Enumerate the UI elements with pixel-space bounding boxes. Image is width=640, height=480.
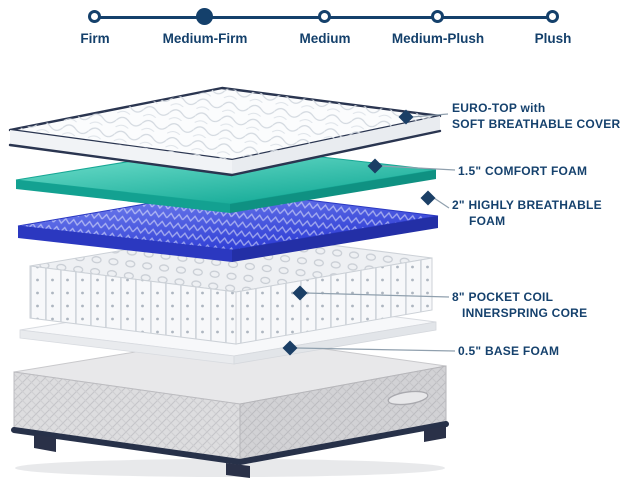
foundation-foot-right: [424, 426, 446, 442]
callout-breathable-foam-line2: FOAM: [469, 214, 506, 228]
callout-base-foam-line1: 0.5" BASE FOAM: [458, 344, 560, 358]
callout-breathable-foam: 2" HIGHLY BREATHABLE FOAM: [452, 197, 602, 229]
firmness-dot-medium-plush[interactable]: [431, 10, 444, 23]
leader-lines: [295, 113, 456, 352]
firmness-dot-medium-firm[interactable]: [196, 8, 213, 25]
callout-comfort-foam: 1.5" COMFORT FOAM: [458, 163, 587, 179]
firmness-label-medium: Medium: [299, 31, 351, 46]
firmness-dot-firm[interactable]: [88, 10, 101, 23]
firmness-label-firm: Firm: [80, 31, 110, 46]
breathable-foam-marker-diamond: [420, 190, 436, 206]
callout-base-foam: 0.5" BASE FOAM: [458, 343, 559, 359]
foundation-box: [11, 335, 449, 478]
firmness-label-medium-plush: Medium-Plush: [391, 31, 485, 46]
comfort-foam-marker-diamond: [367, 158, 383, 174]
firmness-dot-plush[interactable]: [546, 10, 559, 23]
firmness-label-plush: Plush: [534, 31, 572, 46]
euro-top-layer: [8, 86, 442, 177]
breathable-foam-layer: [17, 189, 439, 262]
callout-pocket-coil-line1: 8" POCKET COIL: [452, 290, 554, 304]
foundation-handle: [387, 390, 429, 406]
pocket-coil-marker-diamond: [292, 285, 308, 301]
foundation-piping: [11, 421, 449, 465]
callout-euro-top-line2: SOFT BREATHABLE COVER: [452, 117, 621, 131]
callout-pocket-coil: 8" POCKET COIL INNERSPRING CORE: [452, 289, 587, 321]
callout-euro-top: EURO-TOP with SOFT BREATHABLE COVER: [452, 100, 620, 132]
euro-top-piping: [8, 129, 442, 177]
foundation-foot-left: [34, 434, 56, 452]
base-foam-marker-diamond: [282, 340, 298, 356]
callout-breathable-foam-line1: 2" HIGHLY BREATHABLE: [452, 198, 602, 212]
euro-top-marker-diamond: [398, 109, 414, 125]
callout-pocket-coil-line2: INNERSPRING CORE: [462, 306, 588, 320]
pocket-coil-layer: [29, 231, 433, 345]
callout-comfort-foam-line1: 1.5" COMFORT FOAM: [458, 164, 588, 178]
firmness-label-medium-firm: Medium-Firm: [162, 31, 248, 46]
foundation-foot-front: [226, 463, 250, 478]
callout-euro-top-line1: EURO-TOP with: [452, 101, 546, 115]
layer-markers: [282, 109, 436, 356]
firmness-dot-medium[interactable]: [318, 10, 331, 23]
